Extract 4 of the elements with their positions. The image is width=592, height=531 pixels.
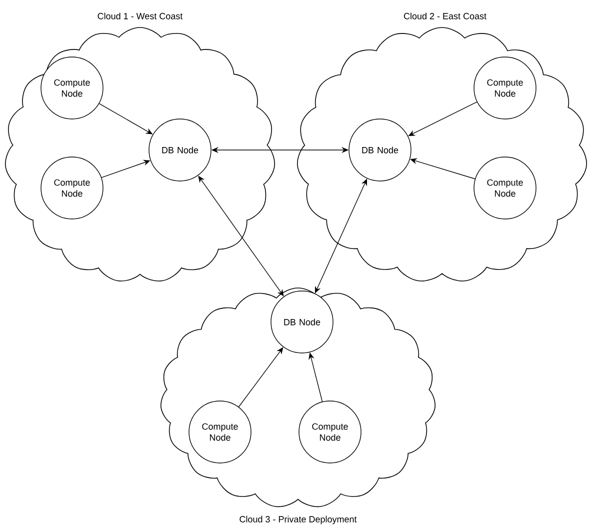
arrow [198,176,284,296]
cloud-title: Cloud 2 - East Coast [404,12,486,20]
cloud-title: Cloud 1 - West Coast [98,12,183,20]
cloud-title: Cloud 3 - Private Deployment [240,516,357,524]
